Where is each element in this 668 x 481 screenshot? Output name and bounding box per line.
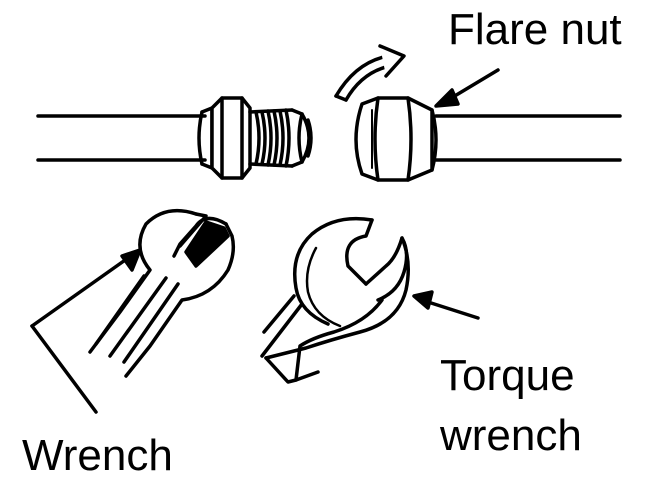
torque-wrench-label-line2: wrench bbox=[439, 411, 582, 460]
wrench-pointer-arrow bbox=[30, 248, 142, 414]
union-fitting bbox=[197, 96, 313, 180]
rotation-arrow-icon bbox=[334, 44, 406, 102]
flare-nut bbox=[354, 96, 438, 182]
torque-wrench-label-line1: Torque bbox=[440, 351, 575, 400]
flare-nut-label: Flare nut bbox=[448, 5, 622, 54]
wrench-illustration bbox=[88, 208, 236, 378]
left-pipe bbox=[36, 114, 207, 162]
right-pipe bbox=[434, 114, 622, 162]
torque-wrench-pointer-arrow bbox=[412, 290, 480, 320]
torque-wrench-illustration bbox=[260, 216, 410, 384]
wrench-label: Wrench bbox=[22, 431, 173, 480]
flare-nut-pointer-arrow bbox=[434, 68, 500, 108]
